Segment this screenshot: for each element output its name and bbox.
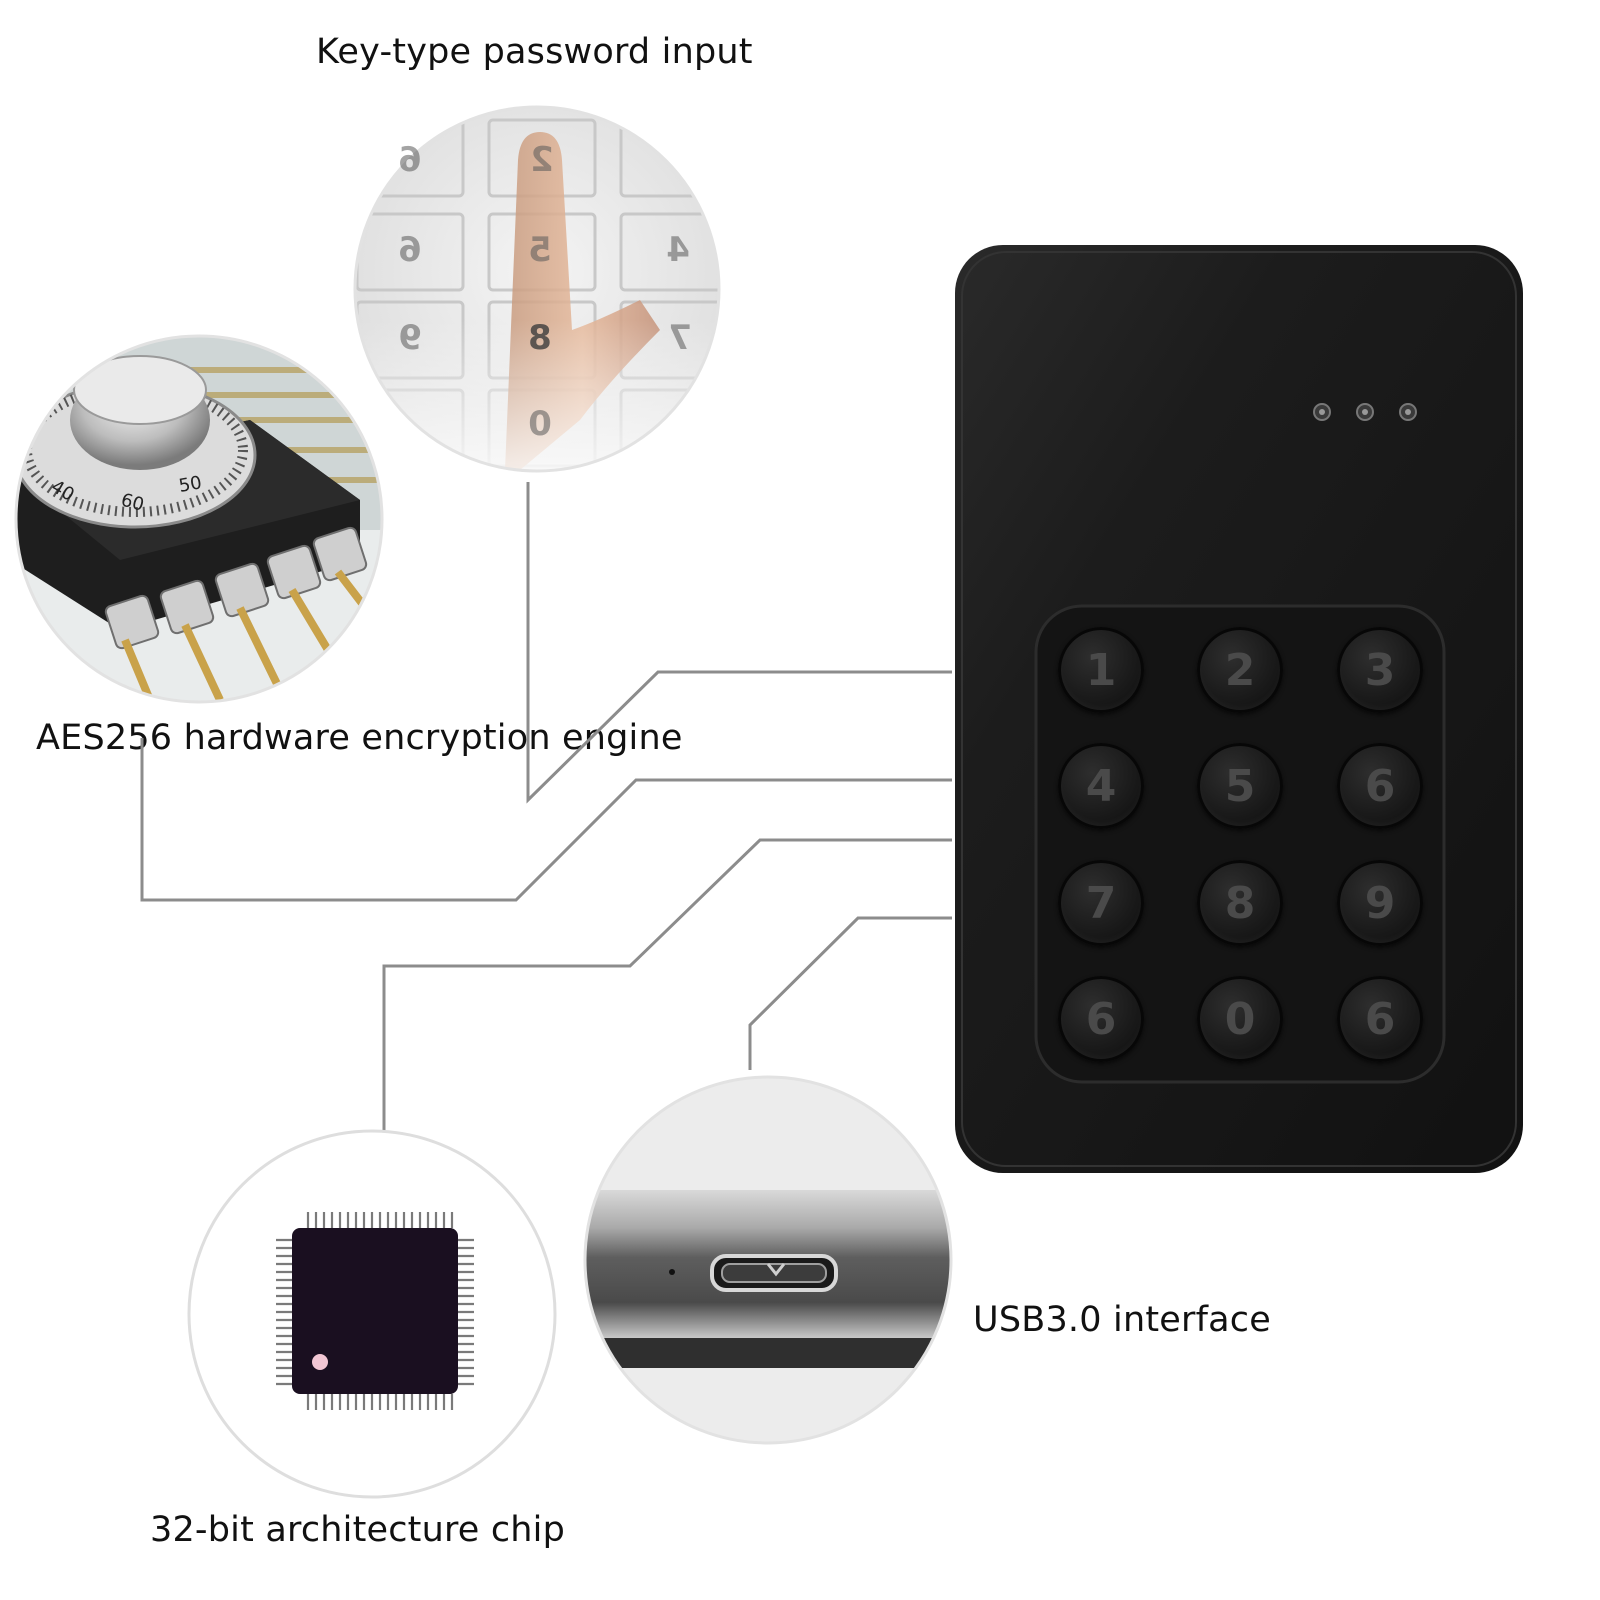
device-key-lock: 6 [1058, 976, 1144, 1062]
aes-engine-caption: AES256 hardware encryption engine [36, 718, 683, 758]
svg-text:50: 50 [177, 472, 203, 497]
device-key-2: 2 [1197, 627, 1283, 713]
status-led-indicators [1313, 403, 1417, 421]
touch-key-8: 7 [668, 318, 692, 358]
connector-lines [140, 482, 952, 1132]
device-key-6: 6 [1337, 743, 1423, 829]
architecture-chip-image [189, 1131, 555, 1497]
chip-caption: 32-bit architecture chip [150, 1510, 566, 1550]
touch-key-7: 8 [528, 318, 552, 358]
device-key-9: 9 [1337, 860, 1423, 946]
device-key-8: 8 [1197, 860, 1283, 946]
touch-key-9: 0 [528, 404, 552, 444]
device-key-1: 1 [1058, 627, 1144, 713]
device-key-7: 7 [1058, 860, 1144, 946]
keypad-input-caption: Key-type password input [316, 32, 753, 72]
encryption-engine-image: 40 60 50 [16, 336, 382, 702]
touch-key-3: 6 [398, 230, 422, 270]
device-key-unlock: 6 [1337, 976, 1423, 1062]
usb-port-image [585, 1077, 951, 1443]
touch-key-6: 9 [398, 318, 422, 358]
touch-key-4: 5 [528, 230, 552, 270]
usb-interface-caption: USB3.0 interface [973, 1300, 1271, 1340]
touch-key-5: 4 [666, 230, 690, 270]
device-key-3: 3 [1337, 627, 1423, 713]
device-key-5: 5 [1197, 743, 1283, 829]
device-key-4: 4 [1058, 743, 1144, 829]
device-key-0: 0 [1197, 976, 1283, 1062]
touch-key-1: 6 [398, 140, 422, 180]
touch-key-2: 2 [530, 140, 554, 180]
